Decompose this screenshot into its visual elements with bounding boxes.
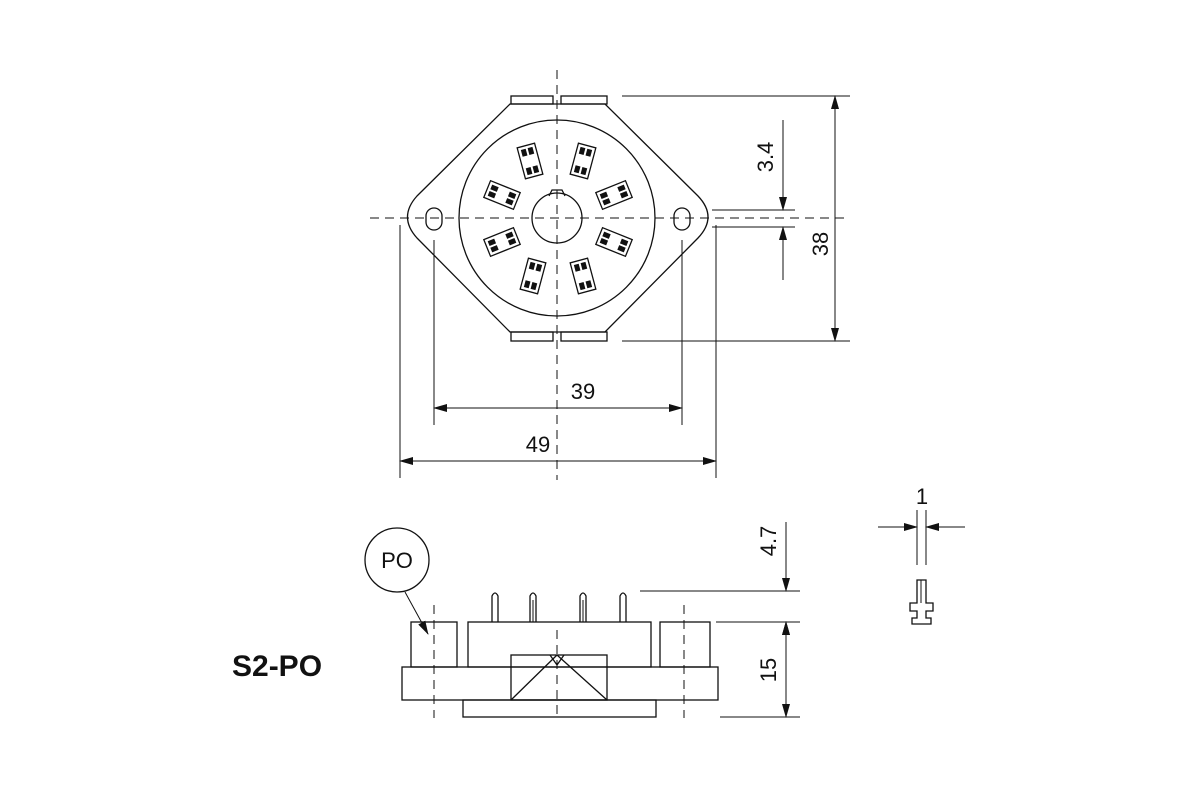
- po-leader-line: [404, 591, 429, 635]
- side-key-block: [510, 654, 608, 701]
- side-boss-right: [659, 621, 711, 668]
- po-callout-circle: [364, 527, 430, 593]
- contact-2: [569, 142, 597, 180]
- side-view: 4.7 15 PO S2-PO: [232, 522, 800, 718]
- top-tab-right: [560, 95, 608, 105]
- po-callout-label: PO: [381, 548, 413, 573]
- contact-6: [519, 257, 547, 295]
- mount-hole-left: [425, 207, 443, 231]
- bottom-tab-right: [560, 331, 608, 342]
- model-label: S2-PO: [232, 650, 322, 683]
- contact-7: [482, 226, 522, 258]
- pin-profile: [909, 579, 934, 625]
- dim-label-15: 15: [756, 658, 781, 682]
- side-center-body: [467, 621, 652, 668]
- top-tab-left: [510, 95, 554, 105]
- contact-3: [594, 179, 634, 211]
- dim-label-38: 38: [808, 232, 833, 256]
- side-flange: [401, 666, 719, 701]
- bottom-tab-left: [510, 331, 554, 342]
- contact-8: [482, 179, 522, 211]
- contact-4: [594, 226, 634, 258]
- side-bottom-plate: [462, 699, 657, 718]
- contact-5: [569, 257, 597, 295]
- dim-label-49: 49: [526, 432, 550, 457]
- pin-detail: 1: [878, 484, 965, 625]
- contacts: [482, 142, 634, 295]
- mount-hole-right: [673, 207, 691, 231]
- dim-label-1: 1: [916, 484, 928, 509]
- dim-label-4-7: 4.7: [756, 526, 781, 557]
- side-pins: [491, 592, 627, 622]
- dim-label-39: 39: [571, 379, 595, 404]
- dim-label-3-4: 3.4: [753, 142, 778, 173]
- top-view: 38 3.4 39 49: [370, 70, 850, 480]
- contact-1: [516, 142, 544, 180]
